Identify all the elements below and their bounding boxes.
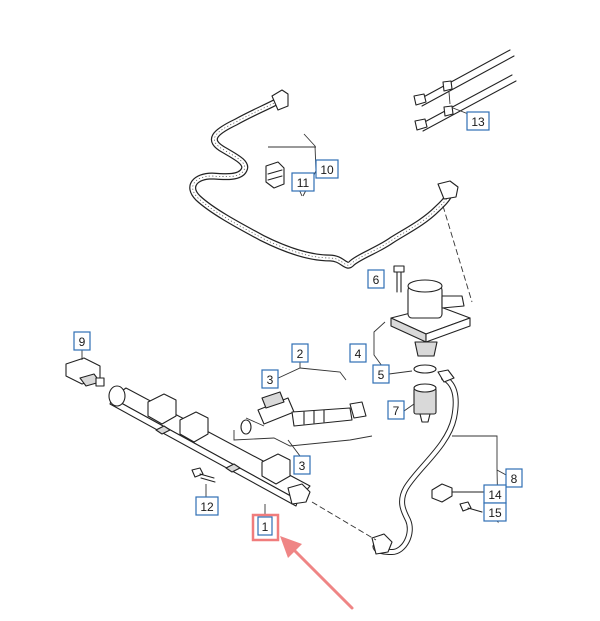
highlight-arrow (280, 536, 354, 610)
callout-5[interactable]: 5 (372, 364, 390, 384)
callout-14-label: 14 (488, 488, 502, 502)
callout-15[interactable]: 15 (483, 502, 507, 522)
callout-8-label: 8 (511, 472, 518, 486)
high-pressure-pipe-part (371, 369, 459, 555)
bolt-15-part (459, 501, 483, 513)
callout-3-upper[interactable]: 3 (261, 369, 279, 389)
callout-14[interactable]: 14 (483, 484, 507, 504)
bolt-12-part (191, 467, 216, 483)
combustion-seal-part (240, 419, 252, 435)
roller-tappet-part (413, 383, 437, 423)
callout-6[interactable]: 6 (367, 269, 385, 289)
callout-12-label: 12 (200, 500, 214, 514)
hose-clips-part (413, 49, 517, 132)
highlight-box (251, 513, 280, 542)
callout-10[interactable]: 10 (315, 159, 339, 179)
fuel-rail-part (108, 385, 311, 507)
callout-12[interactable]: 12 (195, 496, 219, 516)
callout-7[interactable]: 7 (387, 400, 405, 420)
callout-10-label: 10 (320, 163, 334, 177)
callout-2[interactable]: 2 (291, 343, 309, 363)
callout-8[interactable]: 8 (505, 468, 523, 488)
callout-13-label: 13 (471, 115, 485, 129)
vacuum-hose-part (189, 89, 459, 269)
fuel-pressure-sensor-part (65, 357, 105, 387)
callout-11-label: 11 (297, 176, 310, 190)
injector-part (257, 391, 367, 427)
hose-holder-part (265, 161, 285, 189)
callout-3-upper-label: 3 (267, 373, 274, 387)
callout-7-label: 7 (393, 404, 400, 418)
callout-1-label: 1 (262, 520, 269, 534)
callout-15-label: 15 (488, 506, 502, 520)
high-pressure-pump-part (390, 279, 471, 357)
callout-9[interactable]: 9 (73, 331, 91, 351)
callout-5-label: 5 (378, 368, 385, 382)
bracket-14-part (431, 483, 485, 503)
callout-11[interactable]: 11 (291, 172, 315, 192)
callout-4[interactable]: 4 (349, 343, 367, 363)
callout-2-label: 2 (297, 347, 304, 361)
callout-4-label: 4 (355, 347, 362, 361)
callout-9-label: 9 (79, 335, 86, 349)
callout-3-lower[interactable]: 3 (293, 455, 311, 475)
o-ring-5-part (413, 364, 437, 374)
callout-6-label: 6 (373, 273, 380, 287)
callout-1[interactable]: 1 (257, 516, 273, 536)
callout-3-lower-label: 3 (299, 459, 306, 473)
callout-13[interactable]: 13 (466, 111, 490, 131)
bolt-6-part (393, 265, 405, 293)
